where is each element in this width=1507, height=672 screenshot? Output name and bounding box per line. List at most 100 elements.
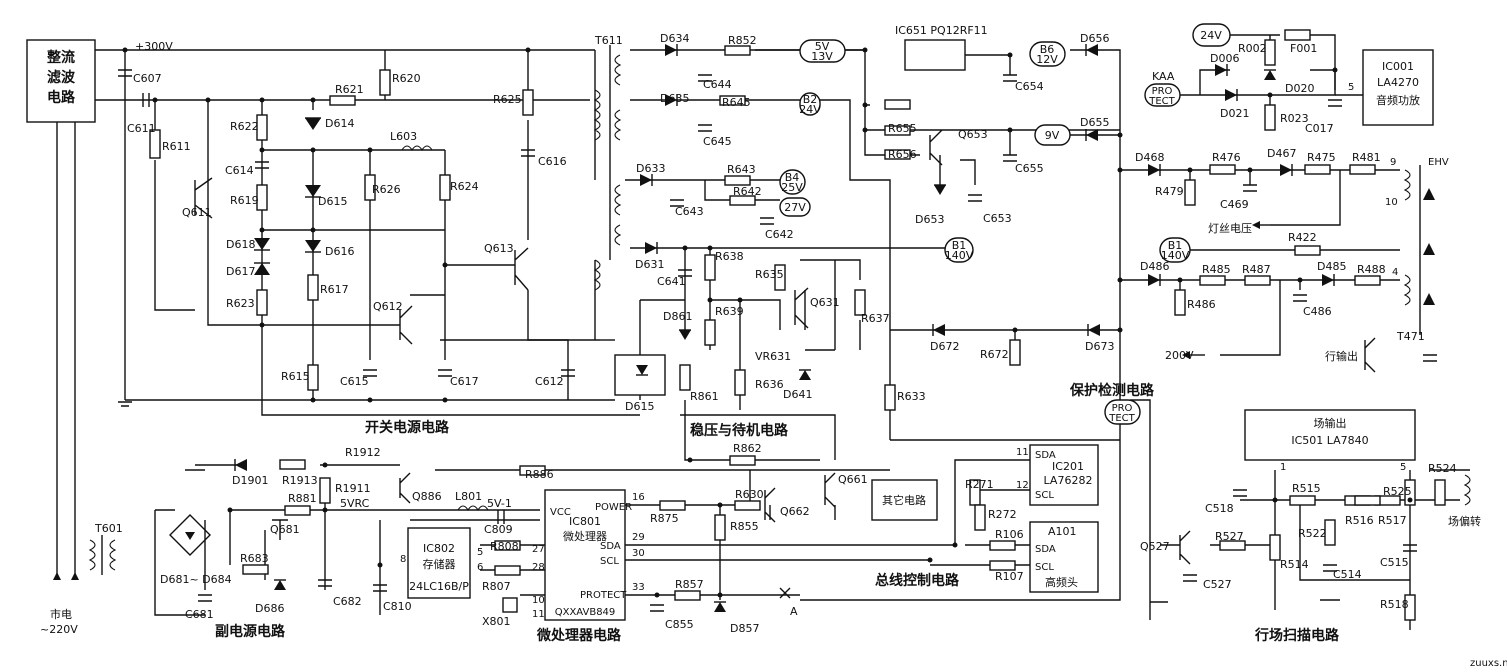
label-labels-c810: C810 <box>383 600 412 613</box>
label-labels-d681: D681~ D684 <box>160 573 232 586</box>
section-mcu: 微处理器电路 <box>536 627 622 644</box>
component-labels: T611 D634 R852 C644 D635 R645 C645 D633 … <box>94 32 1457 635</box>
label-pins-3: 4 <box>1392 267 1398 278</box>
label-labels-d1901: D1901 <box>232 474 268 487</box>
label-labels-l603: L603 <box>390 130 417 143</box>
label-labels-d021: D021 <box>1220 107 1249 120</box>
ic802-label: 存储器 <box>423 557 456 571</box>
ic001-label: IC001 <box>1382 60 1414 73</box>
label-labels-d617: D617 <box>226 265 255 278</box>
ic801-pin: POWER <box>595 502 632 513</box>
label-labels-r636: R636 <box>755 378 784 391</box>
label-pins-0: 5 <box>1348 82 1354 93</box>
section-regulator: 稳压与待机电路 <box>690 422 789 439</box>
label-labels-c653: C653 <box>983 212 1012 225</box>
label-voltages-yoke: 场偏转 <box>1448 514 1481 528</box>
label-labels-c855: C855 <box>665 618 694 631</box>
label-labels-r475: R475 <box>1307 151 1336 164</box>
label-labels-d618: D618 <box>226 238 255 251</box>
label-labels-r514: R514 <box>1280 558 1309 571</box>
grounds <box>118 401 1340 603</box>
label-labels-c614: C614 <box>225 164 254 177</box>
label-labels-r481: R481 <box>1352 151 1381 164</box>
label-labels-d672: D672 <box>930 340 959 353</box>
label-labels-r527: R527 <box>1215 530 1244 543</box>
label-labels-c643: C643 <box>675 205 704 218</box>
label-labels-d631: D631 <box>635 258 664 271</box>
label-labels-r479: R479 <box>1155 185 1184 198</box>
label-labels-q661: Q661 <box>838 473 868 486</box>
label-labels-r626: R626 <box>372 183 401 196</box>
label-labels-r522: R522 <box>1298 527 1327 540</box>
wires <box>56 34 1470 630</box>
label-voltages-tect: TECT <box>1148 96 1175 107</box>
label-labels-q886: Q886 <box>412 490 442 503</box>
label-labels-r1912: R1912 <box>345 446 381 459</box>
label-labels-x801: X801 <box>482 615 511 628</box>
label-labels-d861: D861 <box>663 310 692 323</box>
label-labels-q611: Q611 <box>182 206 212 219</box>
label-pins-16: 11 <box>532 609 545 620</box>
label-voltages-b1: B1 <box>952 239 967 252</box>
ic201-label: IC201 <box>1052 460 1084 473</box>
label-labels-r476: R476 <box>1212 151 1241 164</box>
label-labels-c612: C612 <box>535 375 564 388</box>
pin-numbers: 5 9 10 4 11 12 16 29 30 33 8 5 6 27 28 1… <box>400 82 1406 620</box>
label-pins-1: 9 <box>1390 157 1396 168</box>
label-voltages-point_a: A <box>790 605 798 618</box>
ic801-label: 微处理器 <box>563 529 607 543</box>
label-pins-9: 33 <box>632 582 645 593</box>
label-labels-r623: R623 <box>226 297 255 310</box>
label-labels-d006: D006 <box>1210 52 1239 65</box>
label-labels-r106: R106 <box>995 528 1024 541</box>
label-labels-c486: C486 <box>1303 305 1332 318</box>
label-labels-r639: R639 <box>715 305 744 318</box>
label-pins-17: 1 <box>1280 462 1286 473</box>
label-labels-d857: D857 <box>730 622 759 635</box>
label-voltages-v5_1: 5V-1 <box>487 497 512 510</box>
label-labels-d615: D615 <box>318 195 347 208</box>
label-labels-r107: R107 <box>995 570 1024 583</box>
label-pins-4: 11 <box>1016 447 1029 458</box>
label-labels-r615: R615 <box>281 370 310 383</box>
ic501-box <box>1244 409 1416 461</box>
transformers <box>88 45 1471 575</box>
label-labels-r672: R672 <box>980 348 1009 361</box>
diodes <box>234 44 1435 612</box>
label-voltages-v200: 200V <box>1165 349 1194 362</box>
label-voltages-v13: 13V <box>811 50 833 63</box>
label-labels-d020: D020 <box>1285 82 1314 95</box>
ic651-box <box>904 39 966 71</box>
a101-label: 高频头 <box>1045 575 1078 589</box>
label-labels-r487: R487 <box>1242 263 1271 276</box>
label-labels-r486: R486 <box>1187 298 1216 311</box>
label-labels-c469: C469 <box>1220 198 1249 211</box>
label-labels-c515: C515 <box>1380 556 1409 569</box>
label-labels-r808: R808 <box>490 540 519 553</box>
section-aux-power: 副电源电路 <box>215 623 286 640</box>
label-labels-r857: R857 <box>675 578 704 591</box>
label-labels-d641: D641 <box>783 388 812 401</box>
label-voltages-mains: 市电 <box>50 607 72 621</box>
resistors <box>149 29 1446 621</box>
block-labels: 整流 滤波 电路 IC651 PQ12RF11 IC001 LA4270 音频功… <box>46 24 1420 618</box>
ic802-label: IC802 <box>423 542 455 555</box>
rectifier-label: 滤波 <box>47 69 76 86</box>
ic201-box <box>1029 444 1099 506</box>
label-labels-q612: Q612 <box>373 300 403 313</box>
ic801-box <box>544 489 626 621</box>
label-labels-r625: R625 <box>493 93 522 106</box>
section-scan: 行场扫描电路 <box>1254 627 1340 644</box>
label-pins-18: 5 <box>1400 462 1406 473</box>
label-labels-r861: R861 <box>690 390 719 403</box>
label-labels-r488: R488 <box>1357 263 1386 276</box>
label-labels-r1911: R1911 <box>335 482 371 495</box>
label-voltages-b1b: B1 <box>1168 239 1183 252</box>
label-labels-r271: R271 <box>965 478 994 491</box>
section-protect: 保护检测电路 <box>1069 382 1155 399</box>
voltage-labels: +300V 5V 13V B2 24V B4 25V 27V B1 140V B… <box>40 29 1481 636</box>
label-labels-d673: D673 <box>1085 340 1114 353</box>
label-voltages-v12: 12V <box>1036 53 1058 66</box>
label-pins-6: 16 <box>632 492 645 503</box>
